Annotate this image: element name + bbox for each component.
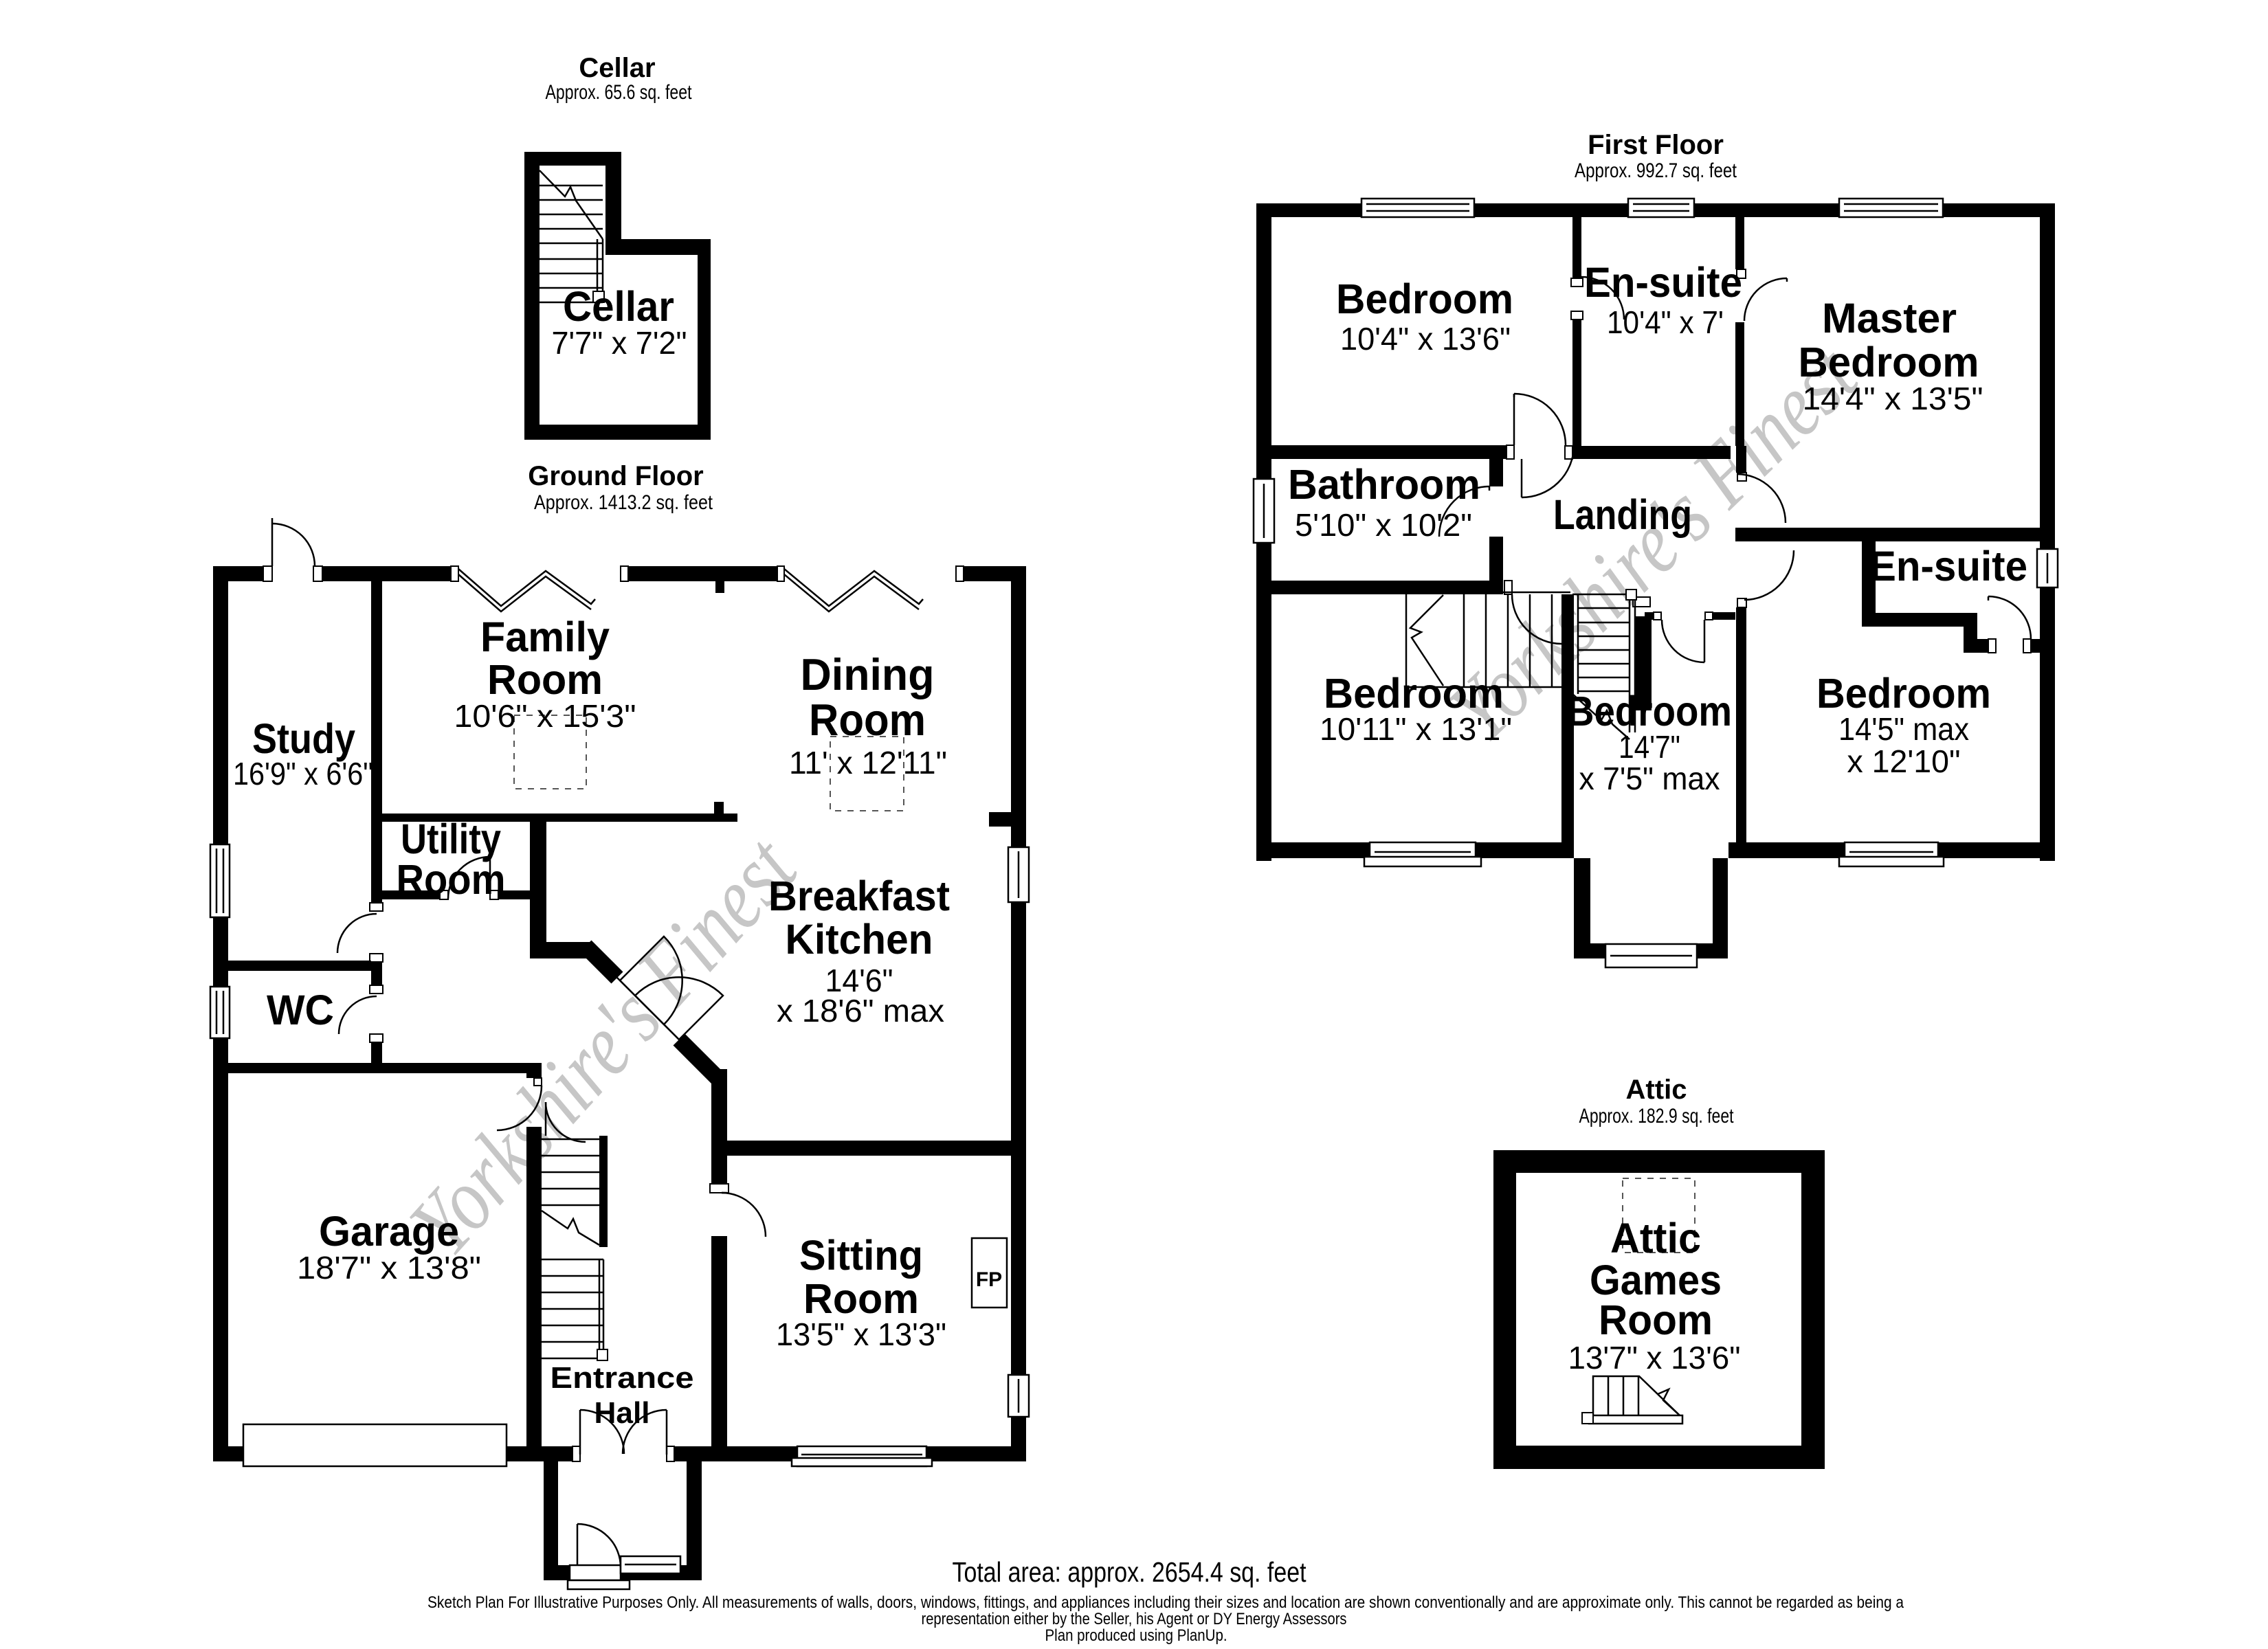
svg-text:7'7" x 7'2": 7'7" x 7'2" [552,325,687,361]
svg-text:10'4" x 13'6": 10'4" x 13'6" [1340,321,1511,357]
svg-text:Approx. 1413.2 sq. feet: Approx. 1413.2 sq. feet [534,491,713,514]
svg-text:Total area: approx. 2654.4 sq.: Total area: approx. 2654.4 sq. feet [953,1556,1307,1588]
svg-text:Study: Study [252,715,355,762]
svg-text:10'4" x 7': 10'4" x 7' [1607,304,1724,340]
svg-text:representation either by the S: representation either by the Seller, his… [922,1610,1347,1628]
svg-text:13'5" x 13'3": 13'5" x 13'3" [776,1316,946,1352]
svg-text:x 7'5" max: x 7'5" max [1579,761,1720,796]
svg-text:Approx. 992.7 sq. feet: Approx. 992.7 sq. feet [1575,159,1737,182]
svg-text:Landing: Landing [1553,491,1692,538]
svg-text:Sitting: Sitting [799,1232,923,1279]
svg-text:Master: Master [1822,295,1957,341]
svg-text:Hall: Hall [594,1396,650,1430]
svg-text:14'6": 14'6" [825,963,893,998]
svg-text:Sketch Plan For Illustrative P: Sketch Plan For Illustrative Purposes On… [427,1593,1904,1612]
svg-text:Cellar: Cellar [579,53,655,83]
svg-text:16'9" x 6'6": 16'9" x 6'6" [233,756,373,792]
svg-text:Room: Room [803,1275,919,1322]
svg-text:Bedroom: Bedroom [1816,670,1991,717]
svg-text:13'7" x 13'6": 13'7" x 13'6" [1568,1340,1741,1376]
svg-text:Room: Room [397,856,506,903]
svg-text:14'5" max: 14'5" max [1838,711,1969,747]
svg-text:Garage: Garage [319,1208,459,1255]
svg-text:FP: FP [976,1268,1002,1291]
svg-text:Utility: Utility [401,816,501,862]
svg-text:x 12'10": x 12'10" [1847,743,1961,779]
svg-text:Room: Room [1599,1297,1713,1343]
svg-text:WC: WC [267,987,334,1033]
svg-text:5'10" x 10'2": 5'10" x 10'2" [1295,507,1472,543]
svg-text:10'6" x 15'3": 10'6" x 15'3" [454,698,636,734]
svg-text:Cellar: Cellar [563,283,674,330]
svg-text:Bedroom: Bedroom [1567,688,1732,734]
svg-text:Plan produced using PlanUp.: Plan produced using PlanUp. [1045,1626,1227,1645]
svg-text:14'7": 14'7" [1619,729,1680,765]
svg-text:10'11" x 13'1": 10'11" x 13'1" [1320,711,1512,747]
svg-text:Attic: Attic [1626,1075,1687,1105]
svg-text:Entrance: Entrance [551,1361,694,1395]
svg-text:Bedroom: Bedroom [1324,670,1504,717]
svg-text:Approx. 65.6 sq. feet: Approx. 65.6 sq. feet [546,81,693,104]
svg-text:14'4" x 13'5": 14'4" x 13'5" [1803,381,1983,416]
svg-text:Breakfast: Breakfast [768,873,950,919]
svg-text:First Floor: First Floor [1588,130,1724,160]
svg-text:Games: Games [1590,1257,1722,1303]
svg-text:Bedroom: Bedroom [1336,276,1513,322]
svg-text:En-suite: En-suite [1869,543,2027,590]
svg-text:18'7" x 13'8": 18'7" x 13'8" [297,1250,481,1286]
svg-text:x 18'6" max: x 18'6" max [777,993,944,1029]
svg-text:Family: Family [480,614,610,660]
svg-text:Room: Room [487,656,603,703]
svg-text:Dining: Dining [801,649,935,699]
svg-text:Kitchen: Kitchen [786,916,933,963]
svg-text:Ground Floor: Ground Floor [528,461,704,491]
svg-text:Approx. 182.9 sq. feet: Approx. 182.9 sq. feet [1579,1105,1735,1128]
svg-text:Bathroom: Bathroom [1288,461,1480,508]
svg-text:En-suite: En-suite [1584,259,1742,306]
svg-text:Room: Room [809,695,926,745]
svg-text:Attic: Attic [1610,1215,1701,1261]
svg-text:Bedroom: Bedroom [1799,339,1979,385]
svg-text:11' x 12'11": 11' x 12'11" [789,745,947,781]
